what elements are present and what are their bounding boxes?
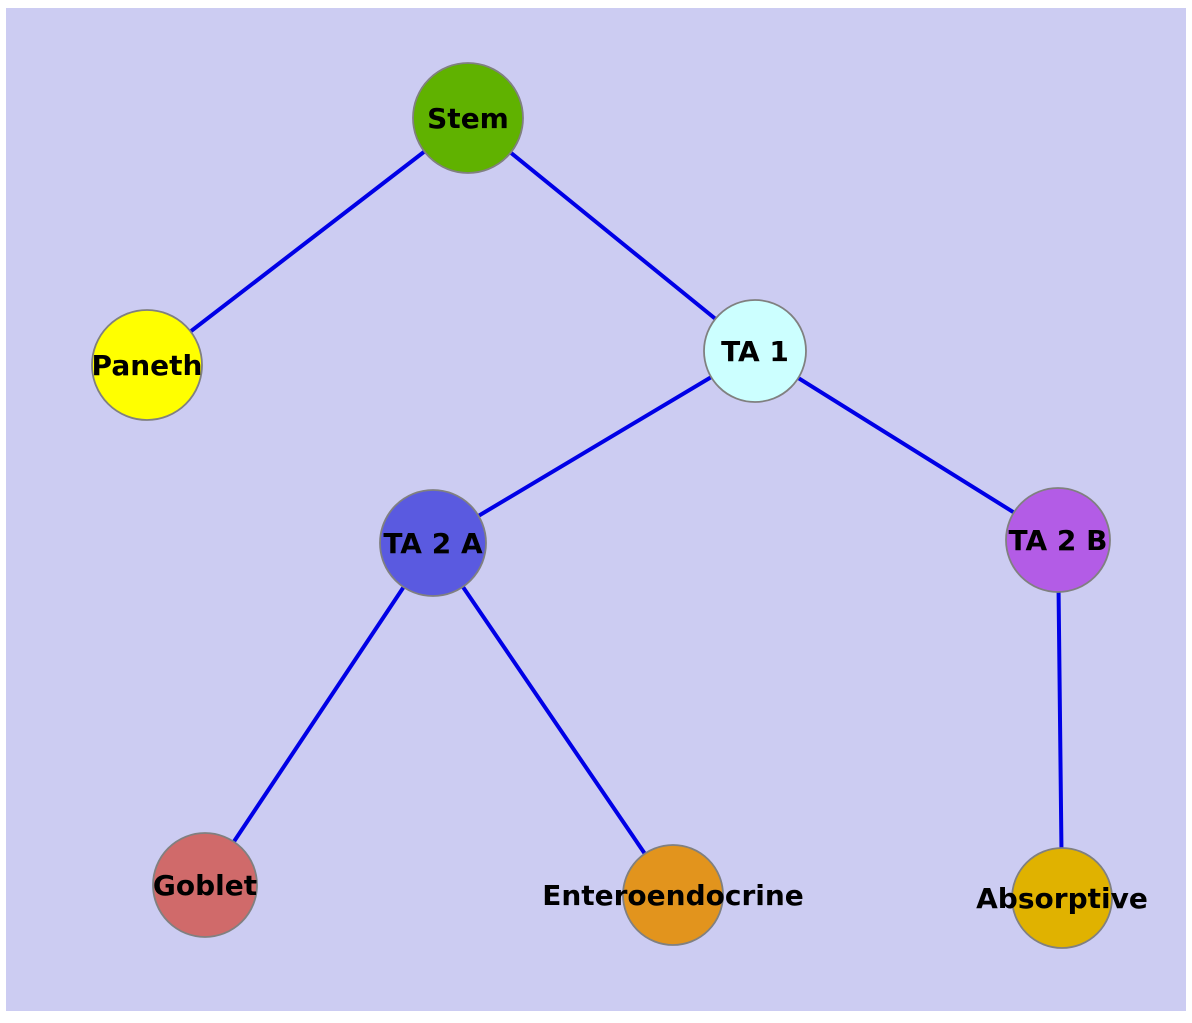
edge-layer: [145, 116, 1064, 900]
node-ta1: TA 1: [703, 299, 807, 403]
node-circle-ta2a: [379, 489, 487, 597]
edge-ta1-ta2a: [431, 349, 757, 545]
node-circle-ta2b: [1005, 487, 1111, 593]
node-circle-stem: [412, 62, 524, 174]
node-circle-ta1: [703, 299, 807, 403]
edge-stem-ta1: [466, 116, 757, 353]
node-stem: Stem: [412, 62, 524, 174]
edge-ta2b-absorptive: [1056, 538, 1064, 900]
node-circle-absorptive: [1011, 847, 1113, 949]
node-ta2a: TA 2 A: [379, 489, 487, 597]
node-circle-goblet: [152, 832, 258, 938]
node-ta2b: TA 2 B: [1005, 487, 1111, 593]
node-circle-paneth: [91, 309, 203, 421]
edge-ta1-ta2b: [753, 349, 1060, 542]
node-circle-enteroendocrine: [622, 844, 724, 946]
node-paneth: Paneth: [91, 309, 203, 421]
node-goblet: Goblet: [152, 832, 258, 938]
edge-ta2a-goblet: [203, 541, 435, 887]
edge-stem-paneth: [145, 116, 470, 367]
edge-ta2a-enteroendocrine: [431, 541, 675, 897]
